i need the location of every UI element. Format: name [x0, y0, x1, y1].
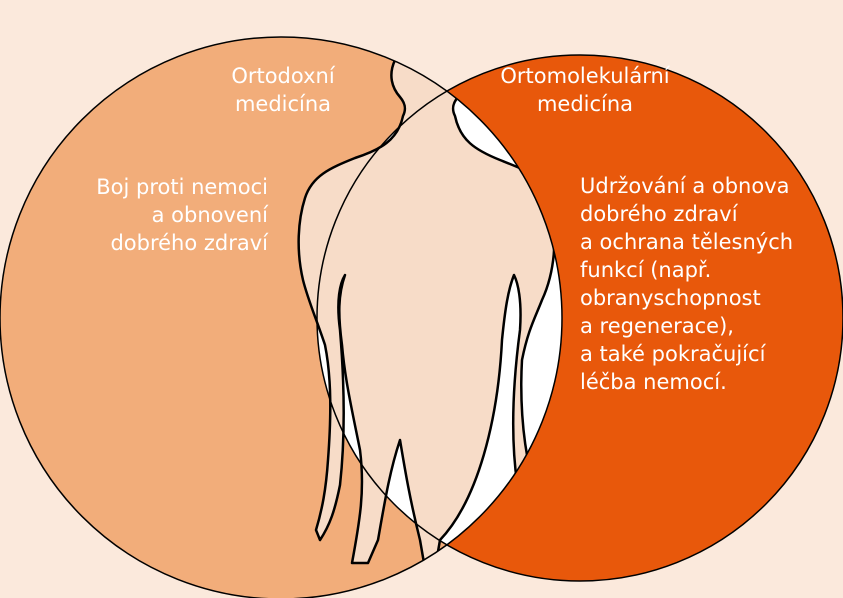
orthodox-medicine-description: Boj proti nemoci a obnovení dobrého zdra… [40, 173, 268, 257]
orthomolecular-medicine-description: Udržování a obnova dobrého zdraví a ochr… [580, 172, 830, 396]
orthodox-medicine-title: Ortodoxní medicína [208, 62, 358, 118]
orthomolecular-medicine-title: Ortomolekulární medicína [485, 62, 685, 118]
